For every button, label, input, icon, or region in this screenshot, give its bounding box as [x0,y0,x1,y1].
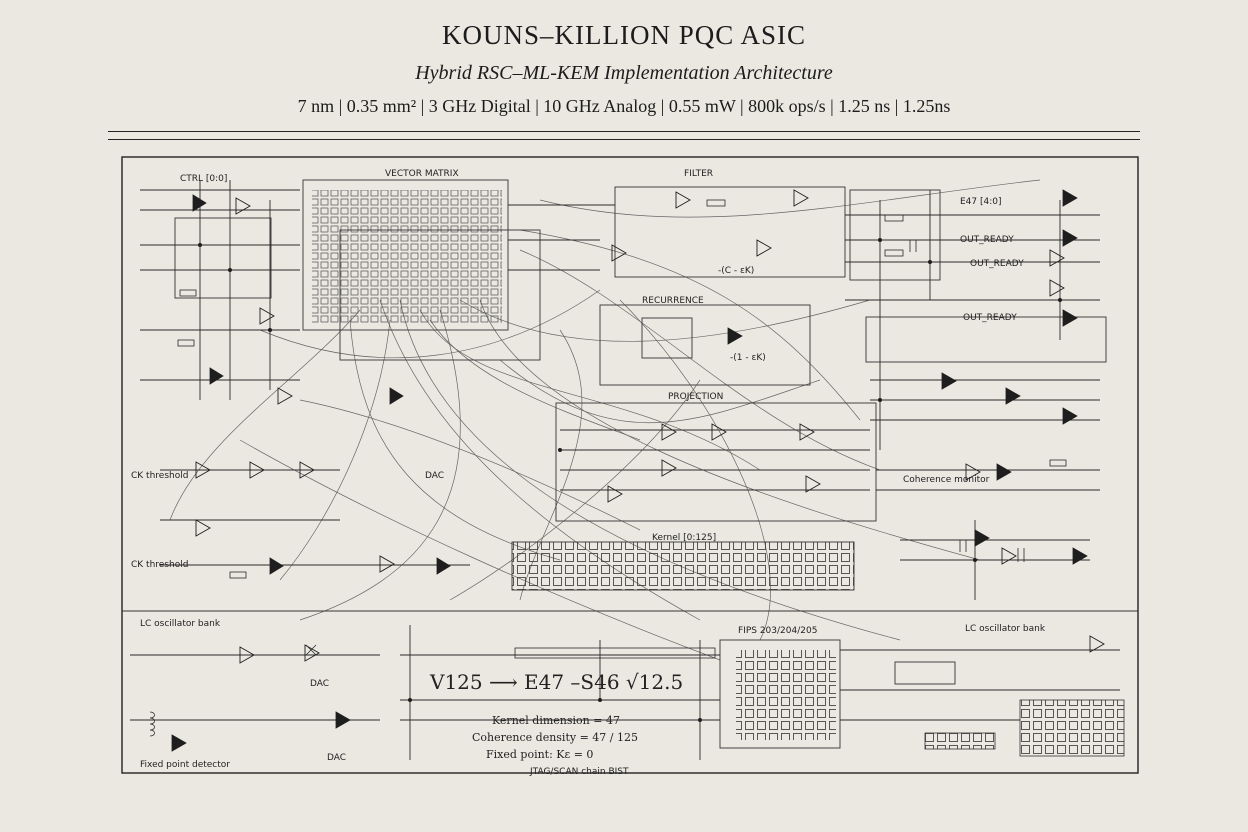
ctrl-label: CTRL [0:0] [180,174,227,184]
schematic-frame [121,156,1139,774]
fixed-point-detector-label: Fixed point detector [140,760,230,770]
recurrence-block [599,304,811,386]
ck-threshold-label-2: CK threshold [131,560,188,570]
projection-block [555,402,877,522]
amplifier-symbol [304,644,320,662]
bist-register-grid [1019,699,1125,757]
amplifier-symbol [675,191,691,209]
recurrence-equation: -(1 - εK) [730,353,766,363]
fips-cell-grid [736,650,836,740]
diagram-title: KOUNS–KILLION PQC ASIC [441,20,807,50]
vector-matrix-label: VECTOR MATRIX [385,169,459,179]
coherence-monitor-block [894,661,956,685]
amplifier-symbol [1072,547,1088,565]
amplifier-symbol [996,463,1012,481]
out-ready-label-2: OUT_READY [970,259,1024,269]
vector-matrix-cells [312,190,502,324]
amplifier-symbol [965,463,981,481]
kernel-register-label: Kernel [0:125] [652,533,716,543]
amplifier-symbol [299,461,315,479]
amplifier-symbol [1062,309,1078,327]
amplifier-symbol [195,461,211,479]
ctrl-block [174,217,272,299]
amplifier-symbol [974,529,990,547]
coherence-density-note: Coherence density = 47 / 125 [472,731,638,744]
main-equation: V125 ⟶ E47 –S46 √12.5 [429,670,683,694]
filter-equation: -(C - εK) [718,266,754,276]
recurrence-register [641,317,693,359]
fixed-point-note: Fixed point: Kε = 0 [486,748,593,761]
coherence-monitor-label: Coherence monitor [903,475,990,485]
filter-label: FILTER [684,169,713,179]
amplifier-symbol [1005,387,1021,405]
amplifier-symbol [249,461,265,479]
vector-matrix-block [302,179,509,331]
amplifier-symbol [756,239,772,257]
out-ready-label-3: OUT_READY [963,313,1017,323]
fips-block [719,639,841,749]
amplifier-symbol [259,307,275,325]
jtag-label: JTAG/SCAN chain BIST [529,767,629,777]
amplifier-symbol [379,555,395,573]
amplifier-symbol [239,646,255,664]
fips-label: FIPS 203/204/205 [738,626,817,636]
amplifier-symbol [799,423,815,441]
amplifier-symbol [269,557,284,575]
kernel-dimension-note: Kernel dimension = 47 [492,714,620,727]
diagram-subtitle: Hybrid RSC–ML-KEM Implementation Archite… [415,62,833,84]
amplifier-symbol [1062,407,1078,425]
amplifier-symbol [235,197,251,215]
amplifier-symbol [793,189,809,207]
scan-chain-grid [924,732,996,750]
amplifier-symbol [1049,249,1065,267]
header-rule-lower [108,139,1140,140]
amplifier-symbol [711,423,727,441]
dac-label-2: DAC [310,679,329,689]
amplifier-symbol [171,734,187,752]
spec-line: 7 nm | 0.35 mm² | 3 GHz Digital | 10 GHz… [297,96,951,116]
output-filter-block [849,189,941,281]
amplifier-symbol [192,194,207,212]
amplifier-symbol [1049,279,1065,297]
amplifier-symbol [335,711,351,729]
lc-oscillator-right-label: LC oscillator bank [965,624,1046,634]
e47-label: E47 [4:0] [960,197,1002,207]
amplifier-symbol [209,367,224,385]
amplifier-symbol [661,459,677,477]
header-rule-upper [108,131,1140,132]
projection-label: PROJECTION [668,392,723,402]
recurrence-label: RECURRENCE [642,296,704,306]
amplifier-symbol [277,387,293,405]
amplifier-symbol [941,372,957,390]
amplifier-symbol [195,519,211,537]
output-block [865,316,1107,363]
amplifier-symbol [611,244,627,262]
amplifier-symbol [661,423,677,441]
amplifier-symbol [1001,547,1017,565]
dac-label-3: DAC [327,753,346,763]
amplifier-symbol [1062,229,1078,247]
kernel-register-array [511,541,855,591]
amplifier-symbol [1089,635,1105,653]
amplifier-symbol [436,557,451,575]
filter-block [614,186,846,278]
amplifier-symbol [389,387,404,405]
out-ready-label-1: OUT_READY [960,235,1014,245]
amplifier-symbol [607,485,623,503]
amplifier-symbol [805,475,821,493]
amplifier-symbol [1062,189,1078,207]
amplifier-symbol [727,327,743,345]
ck-threshold-label-1: CK threshold [131,471,188,481]
dac-label-1: DAC [425,471,444,481]
lc-oscillator-label: LC oscillator bank [140,619,221,629]
